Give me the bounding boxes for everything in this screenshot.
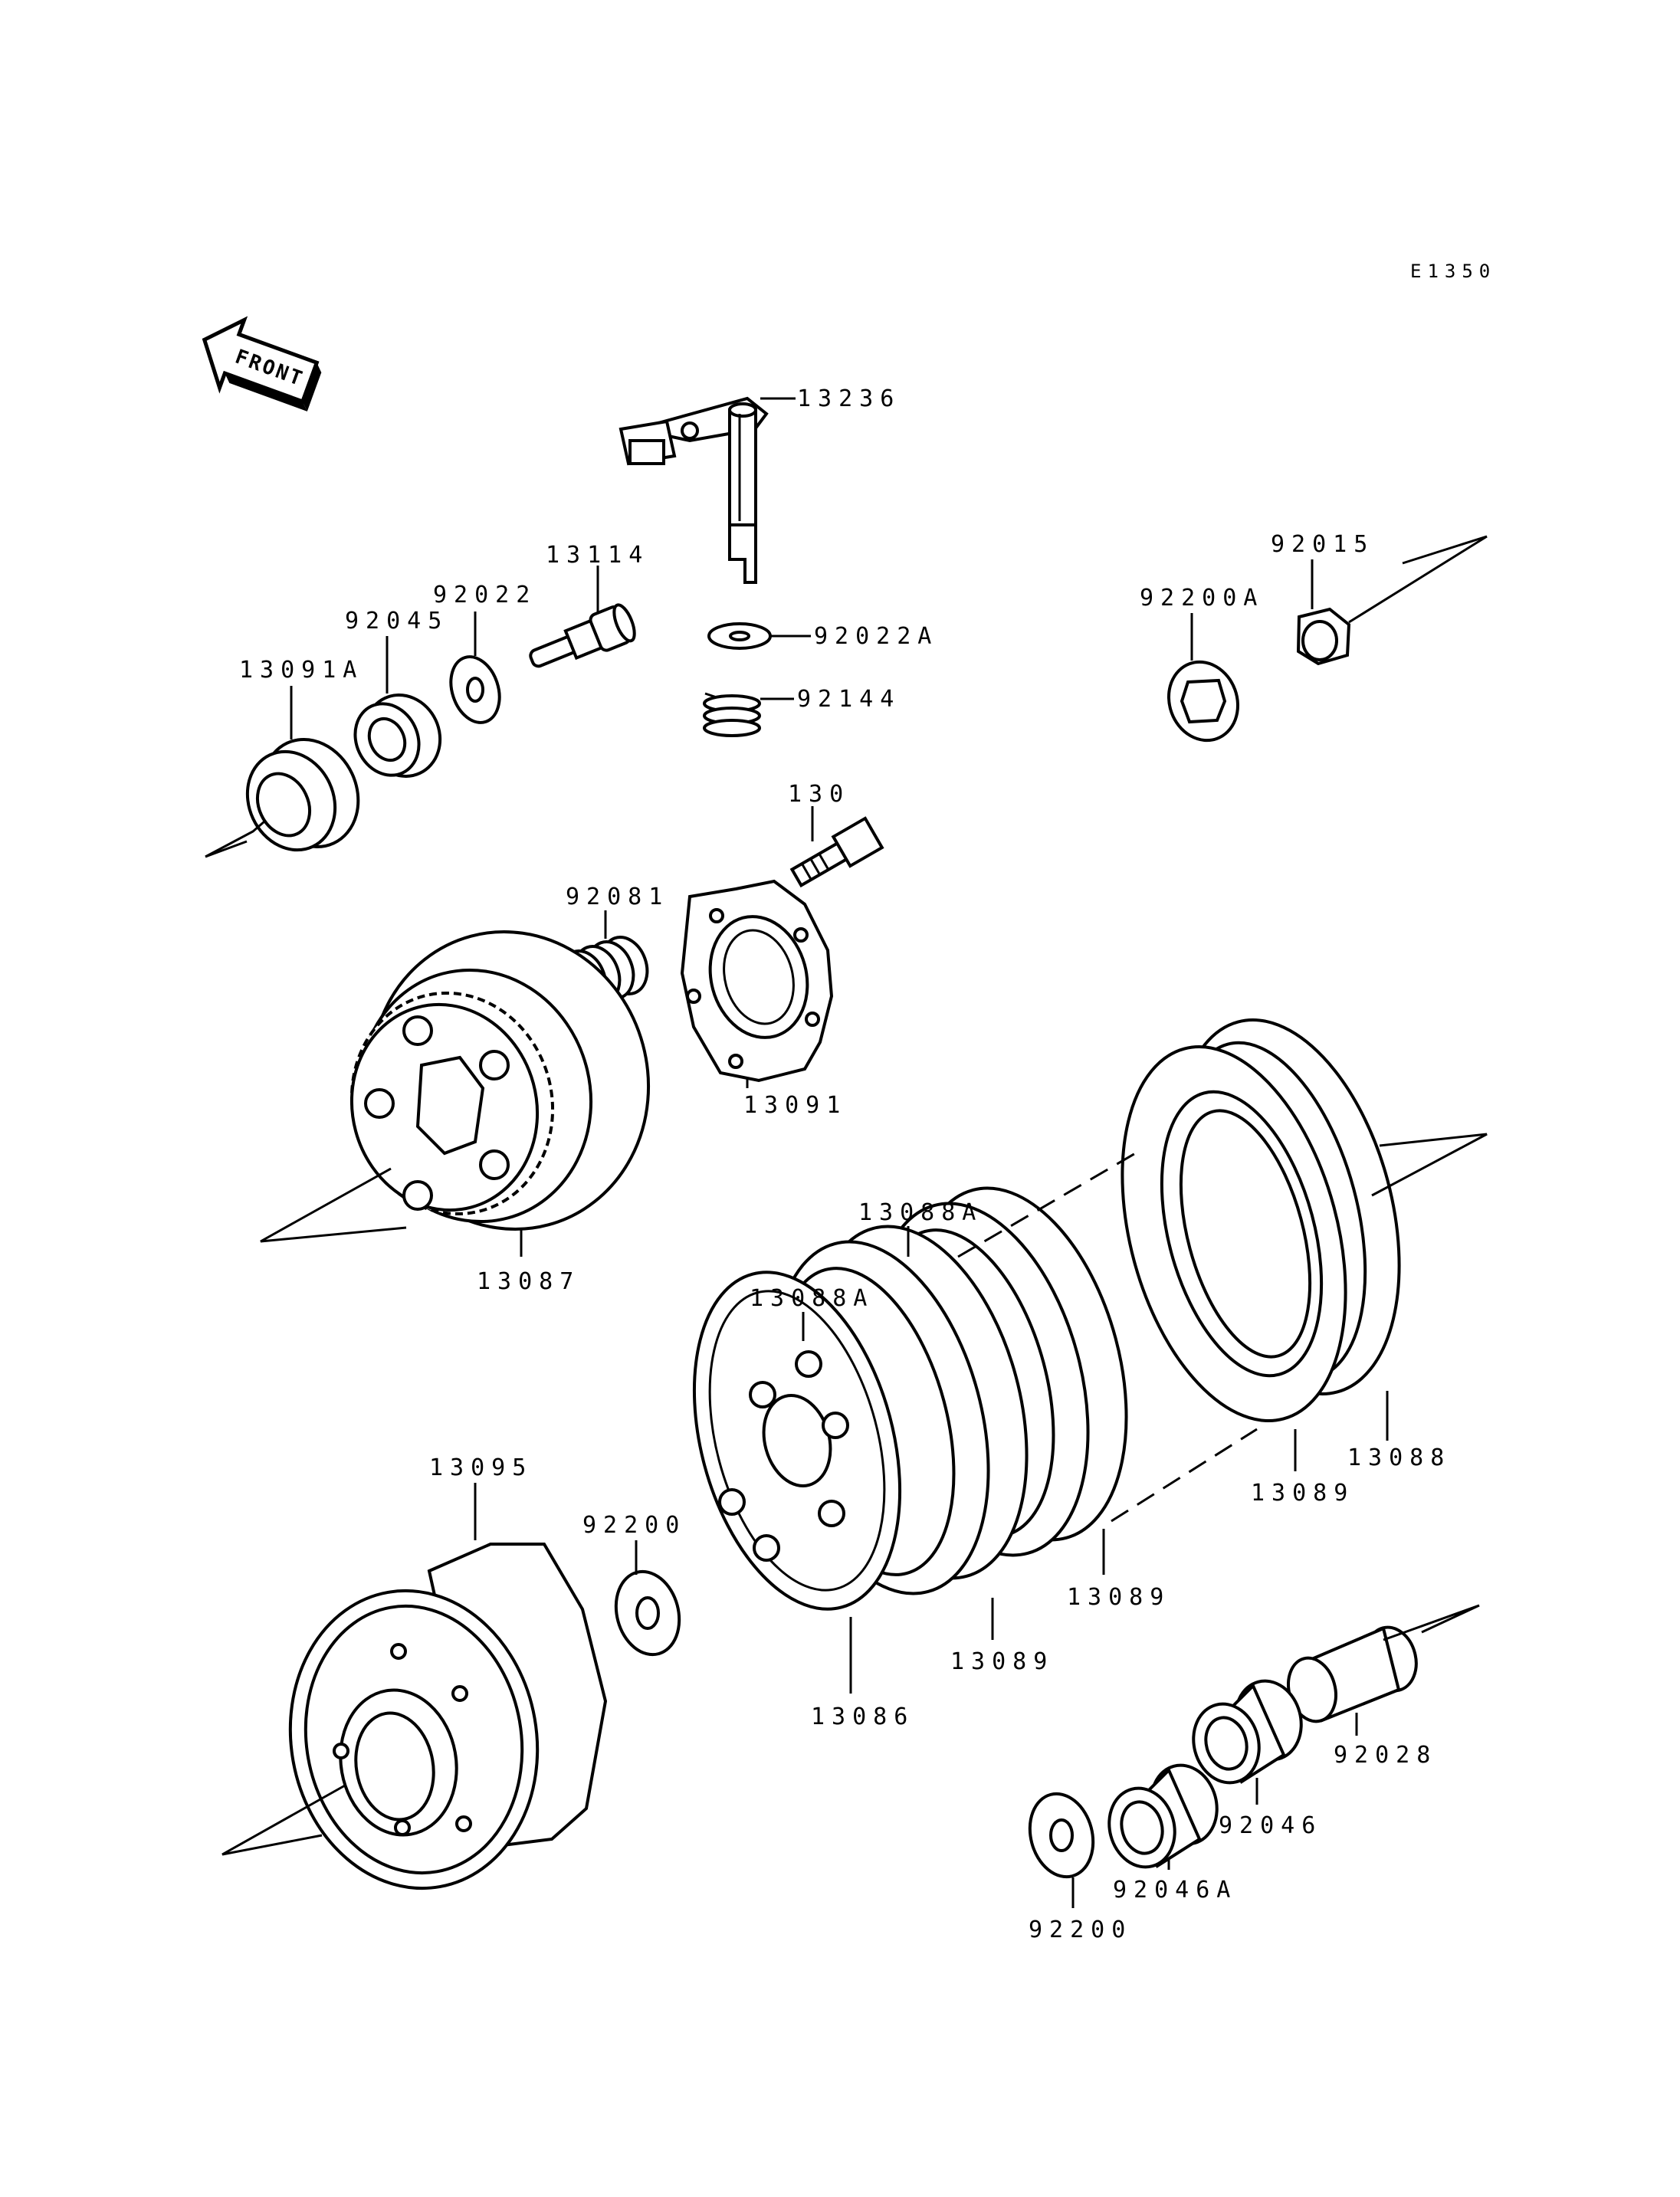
washer-92022 — [449, 655, 501, 724]
needle-bearing-92046 — [1192, 1679, 1303, 1785]
part-label-13088A-lower: 13088A — [750, 1285, 874, 1312]
nut-92015 — [1296, 607, 1351, 666]
part-label-13091A: 13091A — [239, 657, 363, 684]
part-label-13086: 13086 — [811, 1703, 914, 1730]
part-label-13236: 13236 — [797, 385, 901, 412]
part-label-13095: 13095 — [429, 1454, 533, 1481]
washer-92200 — [614, 1569, 681, 1657]
part-label-13114: 13114 — [546, 542, 649, 569]
washer-92022A — [707, 622, 772, 650]
part-label-130: 130 — [788, 781, 850, 808]
bearing-92045 — [353, 694, 442, 778]
front-arrow-icon: FRONT — [202, 316, 322, 412]
part-label-92046: 92046 — [1219, 1812, 1322, 1839]
collar-92028 — [1287, 1625, 1418, 1723]
part-label-92200-bottom: 92200 — [1029, 1917, 1132, 1943]
lockwasher-92200A — [1166, 660, 1240, 743]
part-label-92028: 92028 — [1334, 1742, 1437, 1769]
needle-bearing-92046A — [1107, 1763, 1219, 1869]
clutch-hub-13087 — [349, 930, 651, 1231]
part-label-13087: 13087 — [477, 1268, 580, 1295]
part-label-13089-left: 13089 — [950, 1648, 1054, 1675]
spring-92144 — [703, 692, 761, 737]
part-label-13089-mid: 13089 — [1067, 1584, 1170, 1611]
release-lever-shaft — [619, 396, 769, 584]
part-label-13088: 13088 — [1347, 1444, 1451, 1471]
part-label-92200A: 92200A — [1140, 585, 1264, 612]
part-label-92081: 92081 — [566, 884, 669, 910]
part-label-92022: 92022 — [433, 582, 536, 608]
part-label-13089-right: 13089 — [1251, 1480, 1354, 1507]
collar-13091A — [245, 737, 360, 852]
part-label-92046A: 92046A — [1113, 1877, 1237, 1904]
clutch-plate-stack — [692, 1018, 1401, 1611]
clutch-housing-13095 — [288, 1543, 608, 1890]
diagram-code: E1350 — [1410, 261, 1496, 282]
part-label-92015: 92015 — [1271, 531, 1374, 558]
part-label-92022A: 92022A — [814, 623, 938, 650]
part-label-92045: 92045 — [345, 608, 448, 635]
part-label-13091: 13091 — [743, 1092, 847, 1119]
pressure-plate-13091 — [680, 879, 834, 1083]
push-rod — [529, 603, 636, 668]
part-label-13088A-upper: 13088A — [858, 1199, 983, 1226]
part-label-92200-washer: 92200 — [582, 1512, 686, 1539]
washer-92200-bottom — [1028, 1792, 1095, 1879]
bolt-130 — [789, 816, 884, 888]
part-label-92144: 92144 — [797, 686, 901, 713]
